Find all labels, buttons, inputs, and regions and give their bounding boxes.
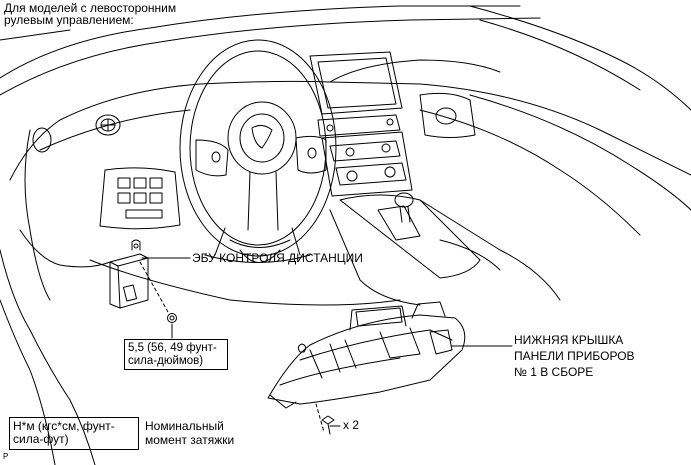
center-console-controls xyxy=(321,92,476,197)
screw-fastener xyxy=(315,403,341,435)
lower-instrument-panel-cover xyxy=(267,301,466,409)
torque-spec-line-2: сила-дюймов) xyxy=(128,355,204,367)
left-switch-panel xyxy=(99,167,181,230)
torque-spec-box: 5,5 (56, 49 фунт- сила-дюймов) xyxy=(124,339,228,370)
page-mark: P xyxy=(3,452,9,461)
center-console-shifter xyxy=(329,192,561,306)
legend-units-line-2: сила-фут) xyxy=(13,432,69,446)
torque-spec-line-1: 5,5 (56, 49 фунт- xyxy=(128,342,217,354)
center-display xyxy=(309,51,403,137)
windshield-lines xyxy=(0,5,691,111)
steering-wheel xyxy=(179,39,337,263)
legend-description: Номинальный момент затяжки xyxy=(145,419,234,447)
ecu-label: ЭБУ КОНТРОЛЯ ДИСТАНЦИИ xyxy=(192,251,363,265)
legend-desc-line-1: Номинальный xyxy=(145,419,224,433)
steering-column xyxy=(204,227,311,263)
legend-units-line-1: Н*м (кгс*см, фунт- xyxy=(13,419,115,433)
ecu-fastener-nut xyxy=(167,313,177,323)
bolt-count-label: x 2 xyxy=(343,418,360,432)
cover-label: НИЖНЯЯ КРЫШКА ПАНЕЛИ ПРИБОРОВ № 1 В СБОР… xyxy=(514,332,635,380)
model-caption: Для моделей с левосторонним рулевым упра… xyxy=(4,2,176,26)
cover-label-line-3: № 1 В СБОРЕ xyxy=(514,365,594,379)
cover-label-line-2: ПАНЕЛИ ПРИБОРОВ xyxy=(514,349,635,363)
legend-units-box: Н*м (кгс*см, фунт- сила-фут) xyxy=(9,417,139,450)
ecu-install-dashline xyxy=(139,261,169,313)
caption-line-1: Для моделей с левосторонним xyxy=(4,1,177,15)
dashboard-outline xyxy=(9,59,691,301)
legend-desc-line-2: момент затяжки xyxy=(145,433,235,447)
ecu-leader-lines xyxy=(141,257,191,339)
door-and-floor-lines xyxy=(0,229,401,465)
left-air-vent xyxy=(32,114,121,153)
cover-label-line-1: НИЖНЯЯ КРЫШКА xyxy=(514,333,624,347)
caption-line-2: рулевым управлением: xyxy=(4,13,134,27)
distance-control-ecu xyxy=(109,239,149,309)
